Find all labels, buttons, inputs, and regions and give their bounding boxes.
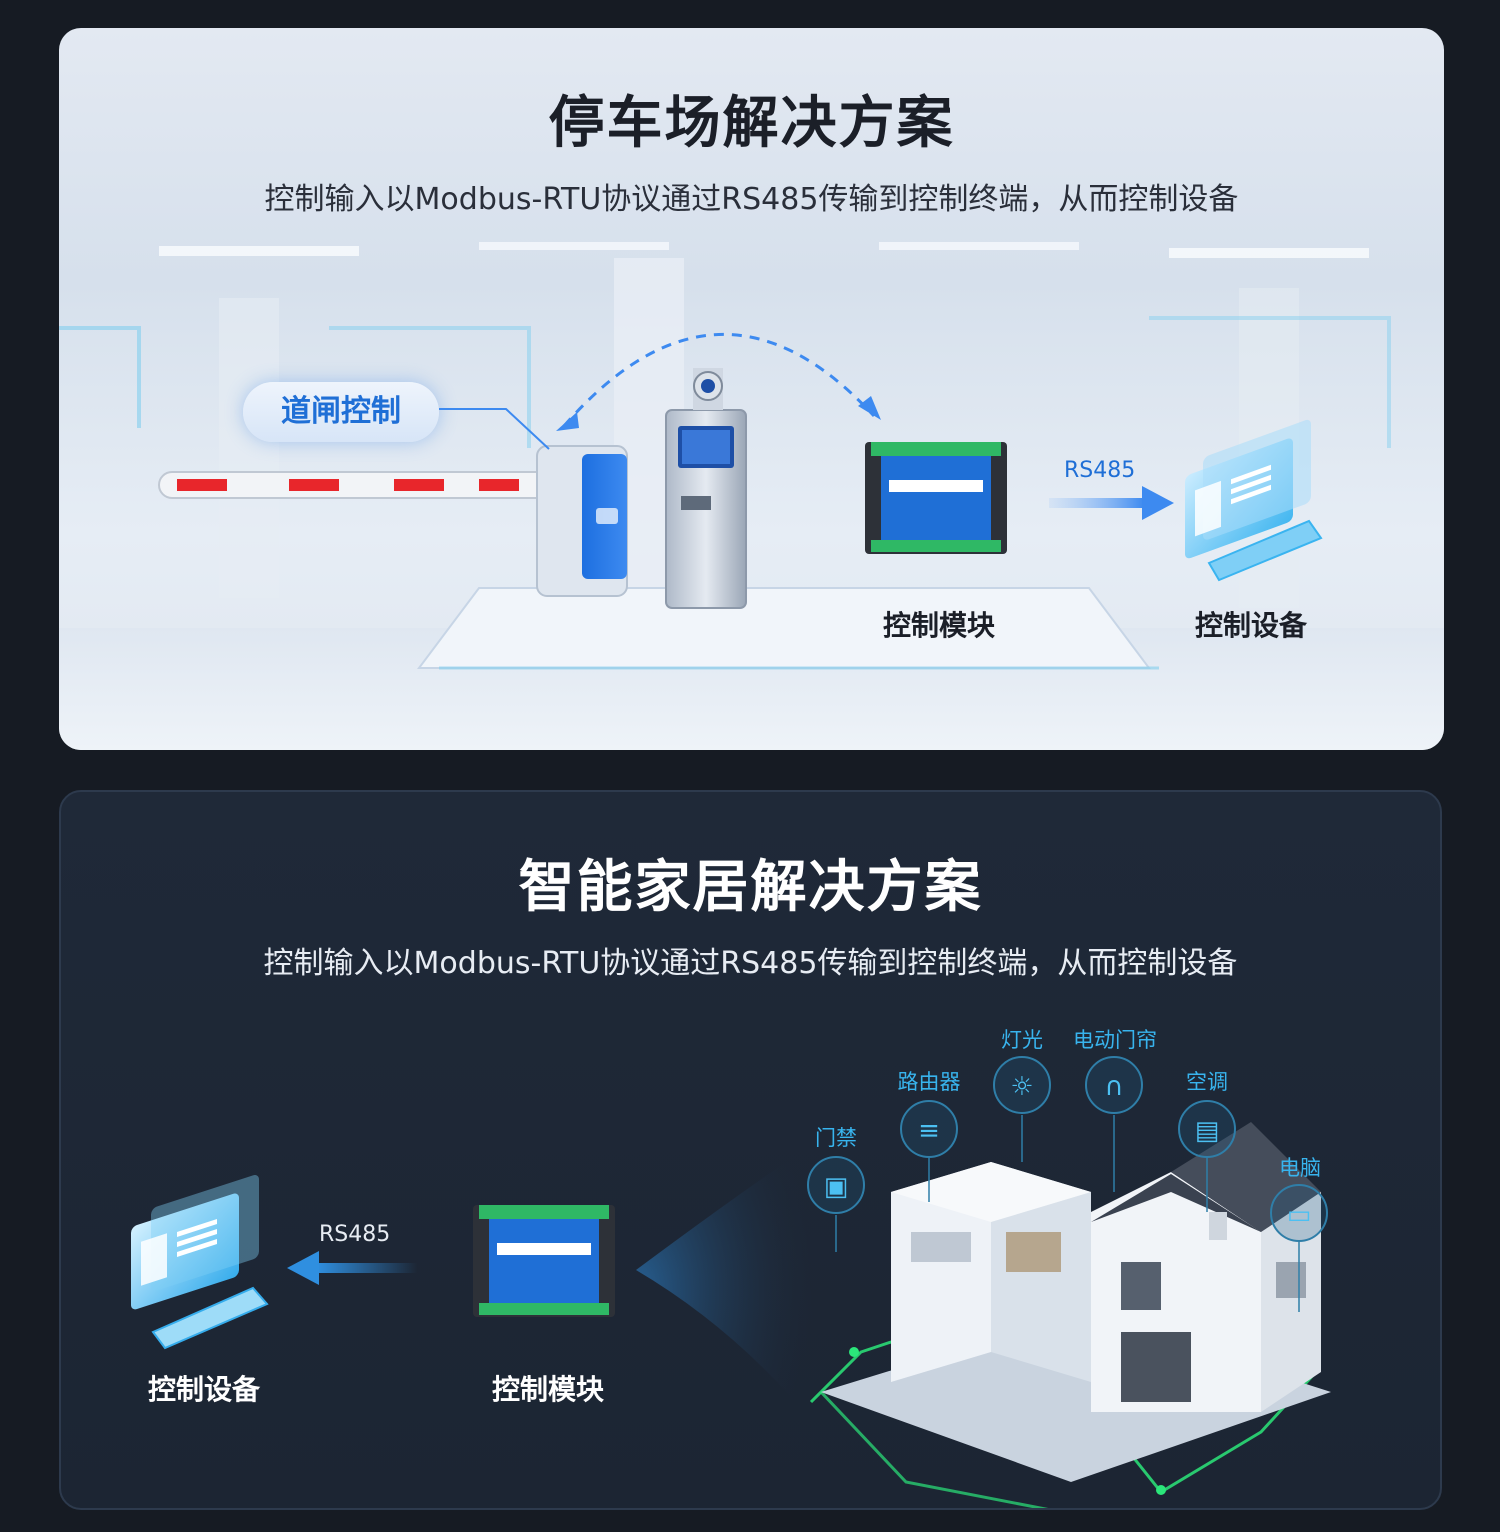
device-label-light: 灯光 [1001,1028,1043,1052]
device-label-access: 门禁 [815,1126,857,1150]
parking-title: 停车场解决方案 [548,91,955,156]
home-subtitle: 控制输入以Modbus-RTU协议通过RS485传输到控制终端，从而控制设备 [263,946,1238,981]
parking-scene-illustration [59,242,1444,750]
monitor-icon: ▭ [1270,1184,1328,1242]
smart-home-solution-card: 智能家居解决方案 控制输入以Modbus-RTU协议通过RS485传输到控制终端… [59,790,1442,1510]
parking-module-label: 控制模块 [882,609,995,642]
lock-icon: ▣ [807,1156,865,1214]
smart-home-illustration [131,1115,1331,1508]
home-device-label: 控制设备 [147,1373,260,1406]
home-rs485-label: RS485 [319,1222,391,1247]
parking-subtitle: 控制输入以Modbus-RTU协议通过RS485传输到控制终端，从而控制设备 [264,182,1239,217]
device-label-pc: 电脑 [1279,1156,1321,1180]
home-title: 智能家居解决方案 [518,855,983,920]
parking-solution-card: 停车场解决方案 控制输入以Modbus-RTU协议通过RS485传输到控制终端，… [59,28,1444,750]
device-label-router: 路由器 [897,1070,961,1094]
light-bulb-icon: ☼ [993,1056,1051,1114]
router-icon: ≡ [900,1100,958,1158]
device-label-ac: 空调 [1186,1070,1228,1094]
device-label-curtain: 电动门帘 [1073,1028,1157,1052]
air-conditioner-icon: ▤ [1178,1100,1236,1158]
home-module-label: 控制模块 [491,1373,604,1406]
parking-rs485-label: RS485 [1064,458,1136,483]
parking-device-label: 控制设备 [1194,609,1307,642]
gate-control-badge: 道闸控制 [243,382,439,442]
curtain-icon: ∩ [1085,1056,1143,1114]
